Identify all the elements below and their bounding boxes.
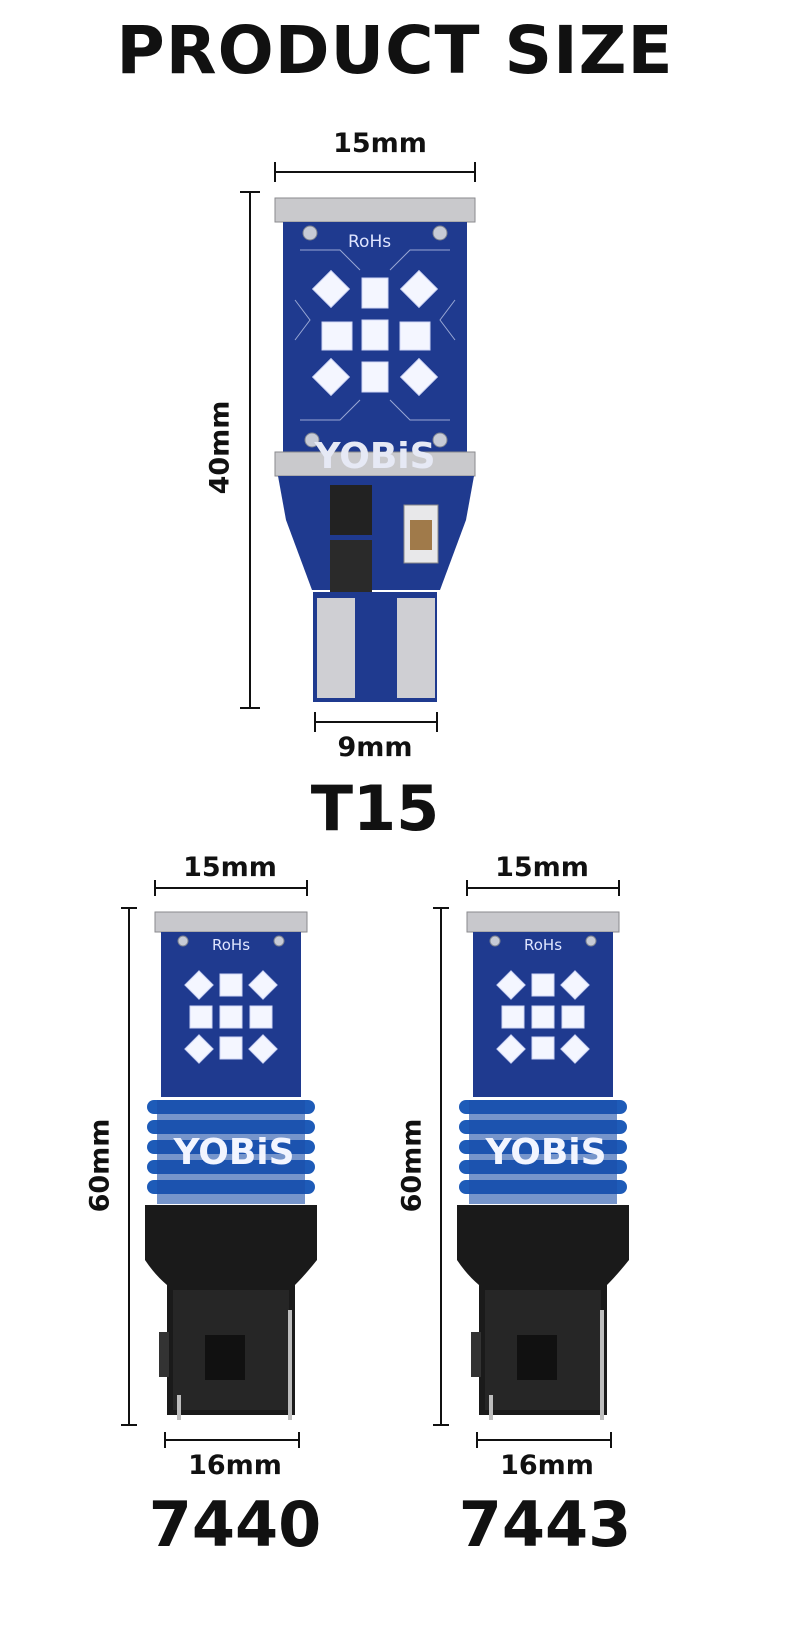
b7443-led xyxy=(560,970,590,1000)
b7443-terminal xyxy=(600,1310,604,1420)
b7443-led xyxy=(531,1005,555,1029)
b7440-led xyxy=(219,1005,243,1029)
b7443-led xyxy=(496,1034,526,1064)
b7440-led xyxy=(248,970,278,1000)
b7440-led xyxy=(184,1034,214,1064)
b7440-led xyxy=(184,970,214,1000)
b7443-led xyxy=(560,1034,590,1064)
b7443-width-base-label: 16mm xyxy=(500,1450,594,1481)
b7443-brand-logo: YOBiS xyxy=(485,1132,607,1173)
b7443-led xyxy=(561,1005,585,1029)
b7443-led xyxy=(531,973,555,997)
t15-width-base-label: 9mm xyxy=(337,732,413,763)
t15-width-top-label: 15mm xyxy=(333,128,427,159)
b7440-width-top-label: 15mm xyxy=(183,852,277,883)
b7440-led xyxy=(248,1034,278,1064)
b7440-rohs-marking: RoHs xyxy=(212,936,251,954)
b7443-width-top-label: 15mm xyxy=(495,852,589,883)
b7440-brand-logo: YOBiS xyxy=(173,1132,295,1173)
t15-rohs-marking: RoHs xyxy=(348,232,392,252)
b7443-led xyxy=(501,1005,525,1029)
b7440-led xyxy=(189,1005,213,1029)
b7443-model-label: 7443 xyxy=(458,1488,632,1561)
b7440-width-base-label: 16mm xyxy=(188,1450,282,1481)
b7440-model-label: 7440 xyxy=(148,1488,322,1561)
b7440-top-cap xyxy=(154,911,308,933)
b7440-led xyxy=(219,973,243,997)
b7440-terminal xyxy=(177,1395,181,1420)
page-title: PRODUCT SIZE xyxy=(116,12,674,89)
b7440-terminal xyxy=(288,1310,292,1420)
b7443-led xyxy=(496,970,526,1000)
b7443-terminal xyxy=(489,1395,493,1420)
b7440-led xyxy=(219,1036,243,1060)
b7443-rohs-marking: RoHs xyxy=(524,936,563,954)
b7443-top-cap xyxy=(466,911,620,933)
b7443-led xyxy=(531,1036,555,1060)
t15-model-label: T15 xyxy=(310,772,440,845)
t15-brand-logo: YOBiS xyxy=(314,436,436,477)
b7440-led xyxy=(249,1005,273,1029)
